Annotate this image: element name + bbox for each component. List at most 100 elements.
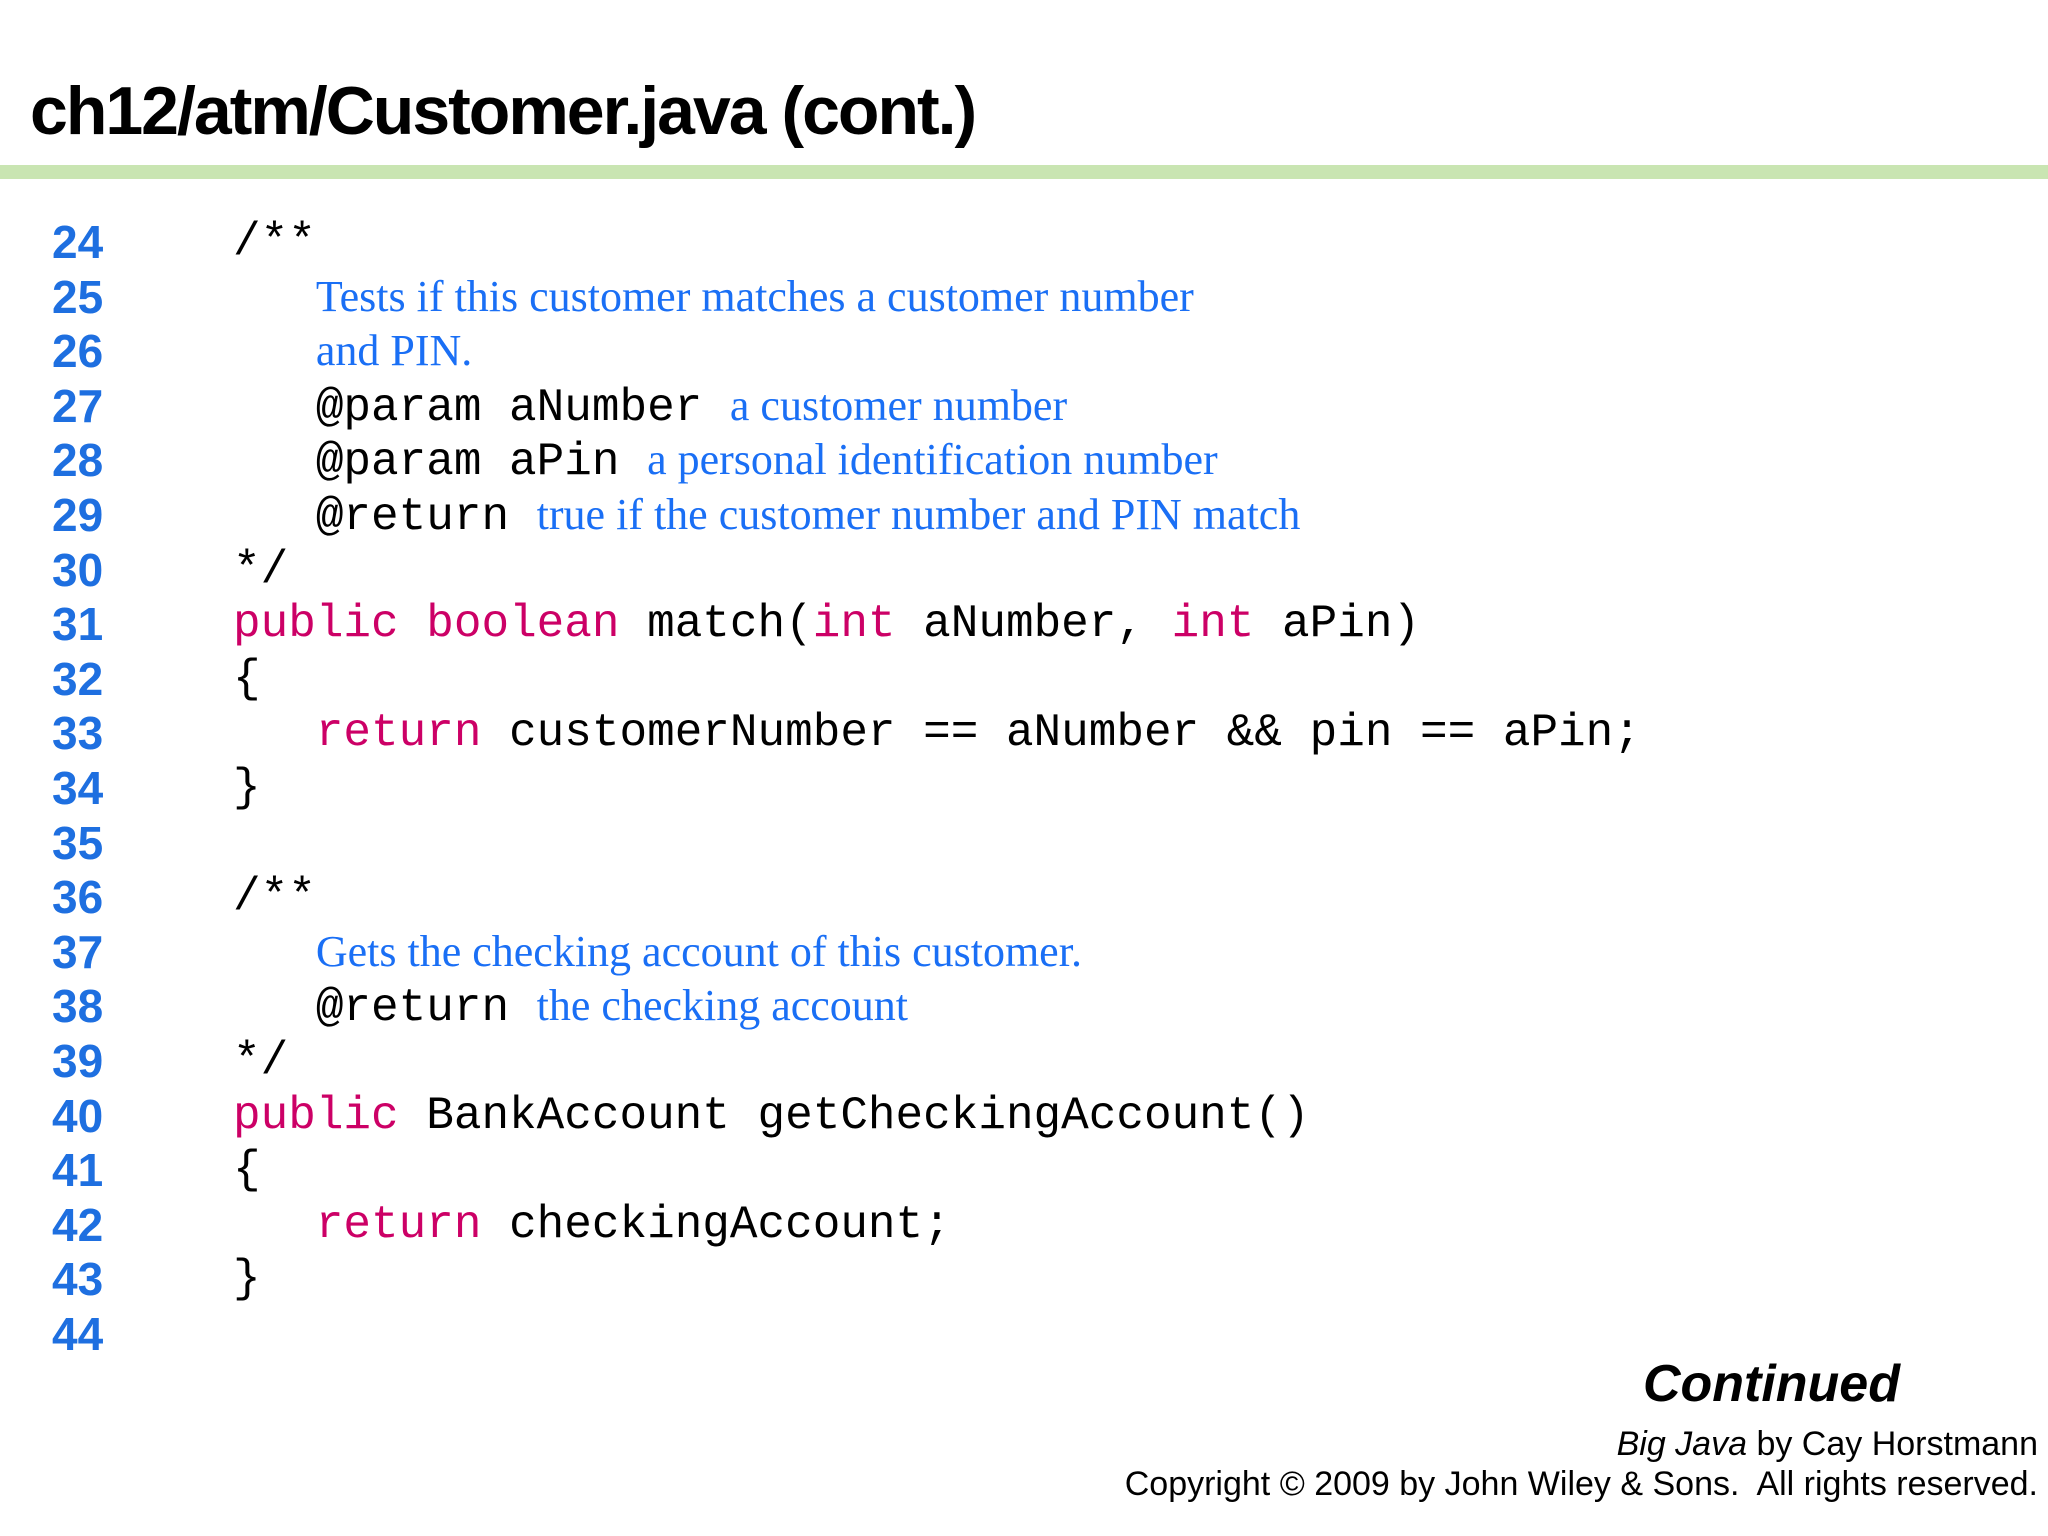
code-line: 44	[0, 1307, 2048, 1362]
code-line: 38 @return the checking account	[0, 979, 2048, 1034]
javadoc-comment-text: and PIN.	[315, 326, 473, 376]
line-number: 41	[52, 1144, 104, 1197]
code-line: 41 {	[0, 1143, 2048, 1198]
code-plain	[233, 327, 316, 379]
code-line: 35	[0, 816, 2048, 871]
code-line: 25 Tests if this customer matches a cust…	[0, 270, 2048, 325]
code-text: Gets the checking account of this custom…	[233, 925, 1082, 982]
code-text: return checkingAccount;	[233, 1198, 951, 1253]
code-text: Tests if this customer matches a custome…	[233, 270, 1194, 327]
code-keyword: public	[233, 598, 399, 651]
line-number: 36	[52, 871, 104, 924]
code-text: }	[233, 1252, 261, 1307]
code-plain: {	[233, 652, 261, 705]
line-number: 33	[52, 707, 104, 760]
code-plain	[399, 598, 427, 650]
code-line: 42 return checkingAccount;	[0, 1198, 2048, 1253]
code-text: return customerNumber == aNumber && pin …	[233, 706, 1641, 761]
code-plain: BankAccount getCheckingAccount()	[398, 1089, 1310, 1142]
line-number: 37	[52, 925, 104, 978]
line-number: 35	[52, 816, 104, 869]
line-number: 29	[52, 488, 104, 541]
code-line: 40 public BankAccount getCheckingAccount(…	[0, 1089, 2048, 1144]
code-plain: @return	[233, 490, 537, 543]
code-plain: @param aNumber	[233, 381, 730, 434]
code-line: 39 */	[0, 1034, 2048, 1089]
code-line: 36 /**	[0, 870, 2048, 925]
book-author: by Cay Horstmann	[1747, 1425, 2038, 1463]
code-line: 26 and PIN.	[0, 324, 2048, 379]
code-plain: aPin)	[1254, 598, 1421, 651]
code-plain: checkingAccount;	[481, 1198, 951, 1251]
line-number: 24	[52, 216, 104, 268]
code-line: 33 return customerNumber == aNumber && p…	[0, 706, 2048, 761]
line-number: 39	[52, 1034, 104, 1087]
code-text: @return the checking account	[233, 979, 908, 1036]
line-number: 43	[52, 1253, 104, 1306]
code-plain	[233, 273, 316, 325]
code-keyword: int	[1171, 598, 1255, 651]
code-text: /**	[233, 215, 316, 270]
code-line: 31 public boolean match(int aNumber, int …	[0, 597, 2048, 652]
code-keyword: int	[812, 598, 896, 651]
code-text: public boolean match(int aNumber, int aP…	[233, 597, 1420, 652]
code-plain: */	[233, 543, 289, 596]
code-plain: }	[233, 1253, 261, 1306]
code-text: */	[233, 543, 288, 598]
javadoc-comment-text: Tests if this customer matches a custome…	[315, 271, 1194, 321]
javadoc-comment-text: Gets the checking account of this custom…	[315, 926, 1082, 976]
code-text: @param aPin a personal identification nu…	[233, 433, 1218, 490]
code-line: 27 @param aNumber a customer number	[0, 379, 2048, 434]
title-accent-bar	[0, 165, 2048, 179]
code-text: */	[233, 1034, 288, 1089]
code-keyword: boolean	[426, 598, 620, 651]
code-plain: */	[233, 1034, 289, 1087]
javadoc-comment-text: a personal identification number	[647, 435, 1218, 485]
code-plain: @return	[233, 982, 537, 1035]
code-text: @param aNumber a customer number	[233, 379, 1067, 436]
code-text: public BankAccount getCheckingAccount()	[233, 1089, 1310, 1144]
code-text: /**	[233, 870, 316, 925]
book-title: Big Java	[1616, 1425, 1747, 1463]
code-text: }	[233, 761, 261, 816]
code-plain: /**	[233, 871, 316, 924]
code-text: {	[233, 652, 261, 707]
code-plain: @param aPin	[233, 436, 648, 489]
javadoc-comment-text: a customer number	[729, 380, 1068, 430]
line-number: 31	[52, 598, 104, 651]
copyright-line: Copyright © 2009 by John Wiley & Sons. A…	[1124, 1465, 2038, 1503]
code-plain	[233, 928, 316, 980]
code-line: 30*/	[0, 543, 2048, 598]
code-plain: match(	[619, 598, 813, 651]
line-number: 42	[52, 1198, 104, 1251]
code-plain: {	[233, 1144, 261, 1197]
line-number: 26	[52, 325, 104, 378]
code-line: 28 @param aPin a personal identification…	[0, 433, 2048, 488]
line-number: 28	[52, 434, 104, 487]
code-plain: }	[233, 761, 261, 814]
code-text: and PIN.	[233, 324, 472, 381]
javadoc-comment-text: the checking account	[536, 981, 909, 1031]
code-keyword: return	[315, 1198, 482, 1251]
code-plain: customerNumber == aNumber && pin == aPin…	[481, 707, 1641, 760]
code-text: {	[233, 1143, 261, 1198]
line-number: 44	[52, 1307, 104, 1360]
line-number: 40	[52, 1089, 104, 1142]
javadoc-comment-text: true if the customer number and PIN matc…	[536, 489, 1301, 539]
book-credit: Big Java by Cay Horstmann	[1125, 1424, 2038, 1464]
code-plain: aNumber,	[895, 598, 1172, 651]
code-line: 43}	[0, 1252, 2048, 1307]
line-number: 32	[52, 652, 104, 705]
code-text: @return true if the customer number and …	[233, 488, 1301, 545]
footer-credits: Big Java by Cay Horstmann Copyright © 20…	[1125, 1424, 2038, 1504]
code-line: 32 {	[0, 652, 2048, 707]
code-line: 29 @return true if the customer number a…	[0, 488, 2048, 543]
code-line: 34}	[0, 761, 2048, 816]
code-plain: /**	[233, 216, 316, 268]
code-listing: 24/**25 Tests if this customer matches a…	[0, 215, 2048, 1361]
code-keyword: return	[315, 707, 482, 760]
line-number: 25	[52, 270, 104, 323]
line-number: 34	[52, 761, 104, 814]
line-number: 27	[52, 379, 104, 432]
code-line: 24 /**	[0, 215, 2048, 270]
